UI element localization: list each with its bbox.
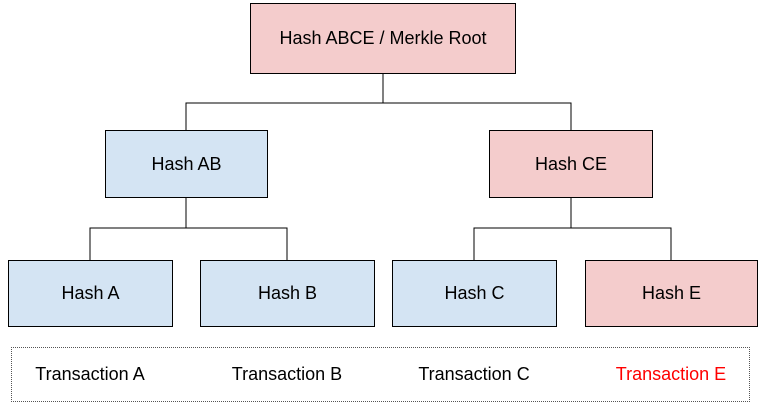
node-hash-a-label: Hash A (61, 283, 120, 303)
edge-hash-ce-to-children (473, 198, 672, 260)
node-hash-ce: Hash CE (489, 130, 653, 198)
edge-root-to-children (185, 74, 572, 130)
transaction-a-label: Transaction A (35, 364, 145, 384)
node-hash-e: Hash E (585, 260, 758, 327)
edge-hash-ab-to-children (89, 198, 288, 260)
node-hash-c-label: Hash C (444, 283, 505, 303)
node-hash-a: Hash A (8, 260, 173, 327)
node-hash-ab: Hash AB (105, 130, 268, 198)
node-merkle-root: Hash ABCE / Merkle Root (250, 3, 516, 74)
transactions-container (11, 347, 750, 402)
node-merkle-root-label: Hash ABCE / Merkle Root (279, 28, 487, 48)
node-hash-ab-label: Hash AB (151, 153, 222, 174)
node-hash-b: Hash B (200, 260, 375, 327)
transaction-c-label: Transaction C (418, 364, 530, 384)
node-hash-b-label: Hash B (257, 283, 318, 303)
transaction-e-label: Transaction E (615, 364, 727, 384)
node-hash-c: Hash C (392, 260, 557, 327)
node-hash-ce-label: Hash CE (534, 153, 608, 174)
node-hash-e-label: Hash E (641, 283, 702, 303)
transaction-b-label: Transaction B (231, 364, 343, 384)
